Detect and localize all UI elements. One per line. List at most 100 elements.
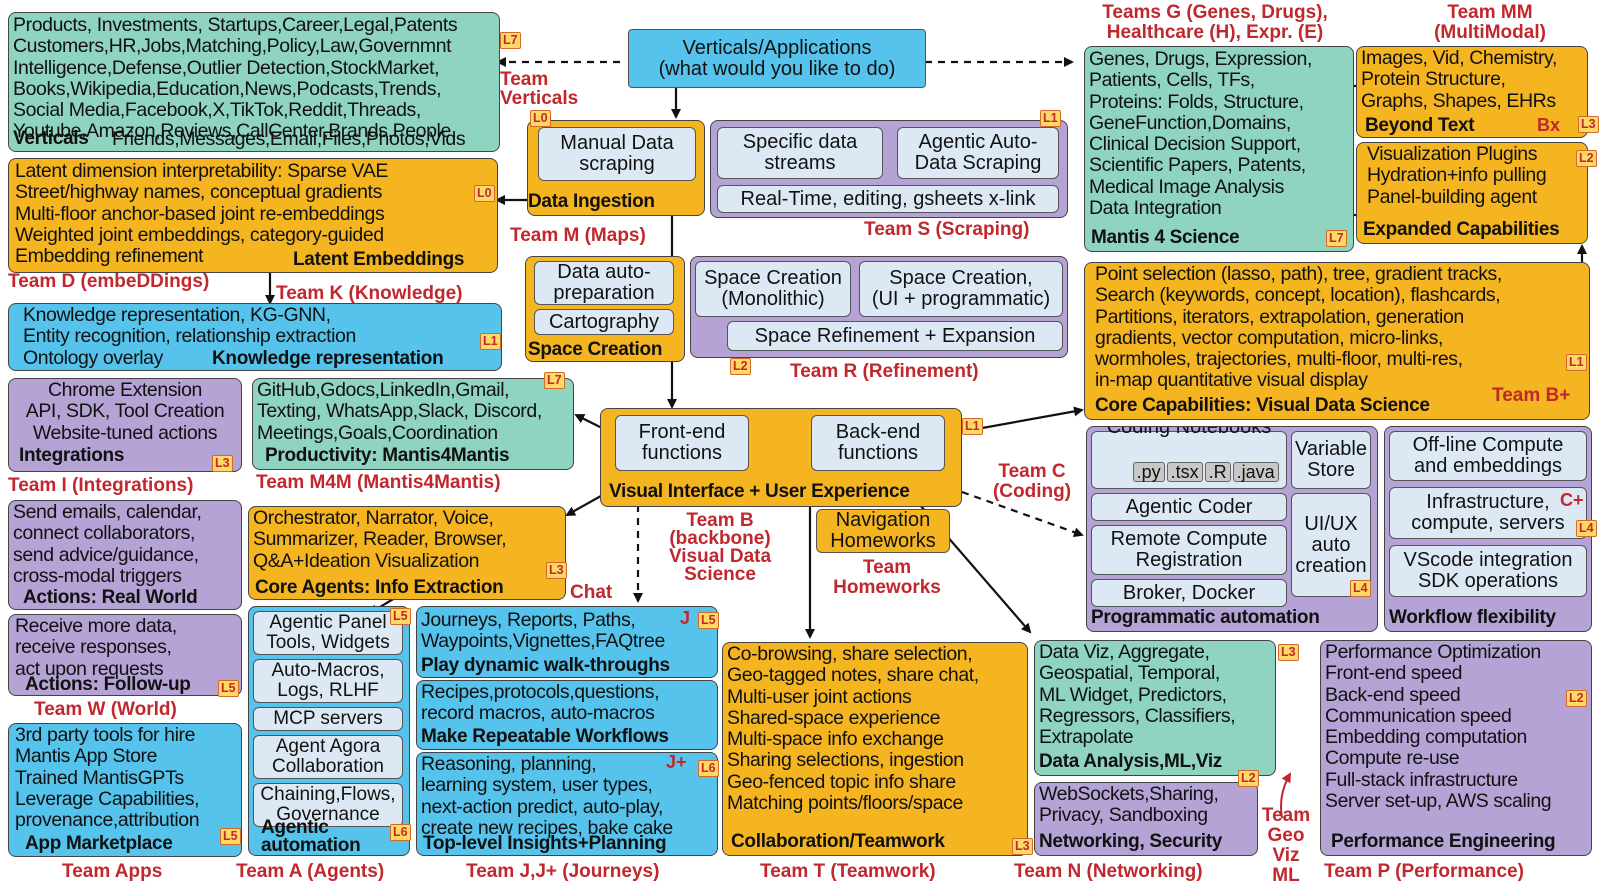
frontend-functions-item: Front-end functions (615, 415, 749, 471)
workflow-cplus: C+ (1560, 490, 1584, 510)
beyond-text-text: Images, Vid, Chemistry, Protein Structur… (1361, 47, 1557, 112)
insights-tag: L6 (698, 760, 719, 777)
latent-tag: L0 (474, 185, 495, 202)
verticals-box: Products, Investments, Startups,Career,L… (8, 12, 500, 152)
data-analysis-title: Data Analysis,ML,Viz (1039, 751, 1223, 772)
productivity-box: GitHub,Gdocs,LinkedIn,Gmail, Texting, Wh… (252, 378, 574, 470)
performance-box: Performance Optimization Front-end speed… (1320, 640, 1592, 856)
cartography-item: Cartography (534, 309, 674, 335)
productivity-title: Productivity: Mantis4Mantis (265, 445, 510, 466)
workflow-tag: L4 (1576, 520, 1597, 537)
chaining-flows-item: Chaining,Flows, Governance (253, 783, 403, 827)
networking-tag: L2 (1238, 770, 1259, 787)
team-verticals-label: Team Verticals (500, 69, 579, 109)
chip-tsx: .tsx (1166, 461, 1203, 483)
agentic-automation-box: Agentic Panel Tools, Widgets Auto-Macros… (248, 606, 410, 856)
verticals-title: Verticals (13, 128, 89, 149)
vscode-integration-item: VScode integration SDK operations (1389, 545, 1587, 597)
space-creation-title: Space Creation (528, 339, 663, 360)
beyond-text-tag: L3 (1578, 116, 1599, 133)
broker-docker-item: Broker, Docker (1091, 579, 1287, 607)
mantis-science-tag: L7 (1326, 230, 1347, 247)
verticals-text: Products, Investments, Startups,Career,L… (13, 14, 458, 143)
backend-functions-item: Back-end functions (811, 415, 945, 471)
backbone-tag: L1 (962, 418, 983, 435)
agent-agora-item: Agent Agora Collaboration (253, 735, 403, 779)
team-m4m-label: Team M4M (Mantis4Mantis) (256, 472, 501, 493)
knowledge-tag: L1 (480, 333, 501, 350)
reasoning-text: Reasoning, planning, learning system, us… (421, 753, 673, 839)
collab-text: Co-browsing, share selection, Geo-tagged… (727, 643, 979, 815)
productivity-text: GitHub,Gdocs,LinkedIn,Gmail, Texting, Wh… (257, 379, 542, 444)
chip-py: .py (1132, 461, 1165, 483)
performance-tag: L2 (1566, 690, 1587, 707)
verticals-tag: L7 (500, 32, 521, 49)
coding-notebooks-label: Coding Notebooks (1106, 426, 1272, 438)
mantis-science-title: Mantis 4 Science (1091, 227, 1240, 248)
walkthroughs-j: J (680, 608, 691, 628)
performance-text: Performance Optimization Front-end speed… (1325, 641, 1552, 813)
agentic-title: Agentic automation (261, 817, 361, 856)
core-agents-title: Core Agents: Info Extraction (255, 577, 504, 598)
collaboration-box: Co-browsing, share selection, Geo-tagged… (722, 642, 1028, 856)
collab-tag: L3 (1012, 838, 1033, 855)
integrations-title: Integrations (19, 445, 125, 466)
marketplace-text: 3rd party tools for hire Mantis App Stor… (15, 724, 200, 832)
team-i-label: Team I (Integrations) (8, 475, 194, 496)
remote-compute-item: Remote Compute Registration (1091, 525, 1287, 575)
infrastructure-item: Infrastructure, compute, servers (1389, 487, 1587, 539)
app-marketplace-box: 3rd party tools for hire Mantis App Stor… (8, 723, 242, 857)
actions-follow-up-box: Receive more data, receive responses, ac… (8, 614, 242, 696)
expanded-title: Expanded Capabilities (1363, 219, 1560, 240)
programmatic-title: Programmatic automation (1091, 607, 1320, 628)
core-capabilities-box: Point selection (lasso, path), tree, gra… (1084, 262, 1590, 420)
mantis-science-text: Genes, Drugs, Expression, Patients, Cell… (1089, 48, 1313, 220)
integrations-tag: L3 (212, 455, 233, 472)
latent-embeddings-box: Latent dimension interpretability: Spars… (8, 158, 498, 273)
data-ingestion-box: Manual Data scraping Data Ingestion (527, 120, 705, 216)
scraping-box: Specific data streams Agentic Auto- Data… (710, 120, 1068, 218)
knowledge-box: Knowledge representation, KG-GNN, Entity… (8, 303, 502, 371)
coding-notebooks-item: Coding Notebooks .py.tsx.R.java (1091, 427, 1287, 489)
notebook-chips: .py.tsx.R.java (1098, 441, 1279, 504)
space-monolithic-item: Space Creation (Monolithic) (695, 261, 851, 317)
repeatable-workflows-box: Recipes,protocols,questions, record macr… (416, 680, 718, 750)
refinement-box: Space Creation (Monolithic) Space Creati… (690, 256, 1068, 358)
collab-title: Collaboration/Teamwork (731, 831, 945, 852)
expanded-capabilities-box: Visualization Plugins Hydration+info pul… (1356, 142, 1588, 244)
beyond-text-bx: Bx (1537, 115, 1561, 135)
actions-real-title: Actions: Real World (23, 587, 198, 608)
actions-real-text: Send emails, calendar, connect collabora… (13, 501, 202, 587)
offline-compute-item: Off-line Compute and embeddings (1389, 431, 1587, 481)
recipes-title: Make Repeatable Workflows (421, 726, 669, 747)
integrations-text: Chrome Extension API, SDK, Tool Creation… (25, 379, 225, 444)
beyond-text-box: Images, Vid, Chemistry, Protein Structur… (1356, 46, 1588, 138)
data-analysis-text: Data Viz, Aggregate, Geospatial, Tempora… (1039, 641, 1236, 749)
ingestion-tag: L0 (530, 110, 551, 127)
data-autoprep-item: Data auto- preparation (534, 261, 674, 305)
core-agents-text: Orchestrator, Narrator, Voice, Summarize… (253, 507, 507, 572)
integrations-box: Chrome Extension API, SDK, Tool Creation… (8, 378, 242, 472)
expanded-tag: L2 (1576, 150, 1597, 167)
knowledge-text: Knowledge representation, KG-GNN, Entity… (23, 304, 356, 369)
chip-java: .java (1232, 461, 1279, 483)
realtime-editing-item: Real-Time, editing, gsheets x-link (717, 185, 1059, 213)
chip-r: .R (1204, 461, 1231, 483)
actions-real-world-box: Send emails, calendar, connect collabora… (8, 500, 242, 610)
arrow-geoviz-to-dataanalysis (1280, 772, 1291, 819)
latent-text: Latent dimension interpretability: Spars… (15, 160, 388, 268)
space-creation-box: Data auto- preparation Cartography Space… (525, 256, 685, 362)
mantis-science-box: Genes, Drugs, Expression, Patients, Cell… (1084, 46, 1354, 252)
team-j-label: Team J,J+ (Journeys) (466, 861, 660, 882)
programmatic-tag: L4 (1350, 580, 1371, 597)
walkthroughs-tag: L5 (698, 612, 719, 629)
workflow-title: Workflow flexibility (1389, 607, 1556, 628)
agentic-coder-item: Agentic Coder (1091, 493, 1287, 521)
programmatic-automation-box: Coding Notebooks .py.tsx.R.java Variable… (1086, 426, 1378, 632)
beyond-text-title: Beyond Text (1365, 115, 1475, 136)
productivity-tag: L7 (544, 372, 565, 389)
team-mm-label: Team MM (MultiModal) (1434, 2, 1546, 43)
space-ui-programmatic-item: Space Creation, (UI + programmatic) (859, 261, 1063, 317)
insights-planning-box: Reasoning, planning, learning system, us… (416, 752, 718, 856)
actions-follow-title: Actions: Follow-up (25, 674, 191, 695)
